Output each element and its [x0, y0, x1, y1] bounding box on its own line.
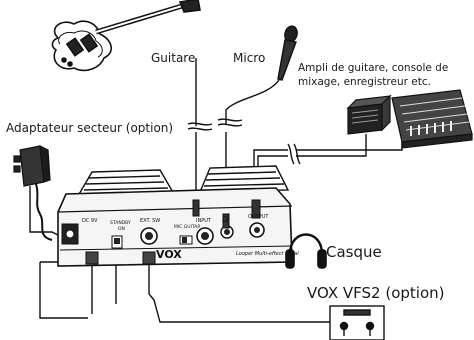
amp-label-line2: mixage, enregistreur etc.: [298, 76, 431, 88]
pedal-on-label: ON: [118, 226, 125, 232]
guitar-amp-illustration: [346, 94, 392, 135]
adapter-label: Adaptateur secteur (option): [6, 121, 174, 135]
guitar-illustration: [51, 0, 201, 72]
guitar-label: Guitare: [151, 51, 196, 65]
pedal-phones-symbol: Ω: [222, 215, 228, 224]
pedal-input-label: INPUT: [196, 218, 212, 224]
pedal-mic-guitar-label: MIC GUITAR: [174, 224, 201, 230]
pedal-output-label: OUTPUT: [248, 214, 269, 220]
headphones-illustration: [285, 233, 327, 269]
amp-label-line1: Ampli de guitare, console de: [298, 62, 449, 74]
headphones-label: Casque: [326, 243, 382, 261]
pedal-standby-label: STANDBY: [110, 220, 131, 226]
mixing-console-illustration: [391, 89, 473, 149]
pedal-ext-sw-label: EXT. SW: [140, 218, 160, 224]
pedal-brand-logo: VOX: [156, 248, 182, 261]
ac-adapter-illustration: [13, 144, 53, 241]
vfs2-footswitch-illustration: [329, 305, 385, 340]
pedal-model-label: Looper Multi-effect Pedal: [236, 251, 299, 257]
microphone-illustration: [277, 25, 298, 81]
vox-looper-pedal: DC 9V STANDBY ON EXT. SW MIC GUITAR INPU…: [57, 165, 299, 267]
pedal-dc-label: DC 9V: [82, 218, 98, 224]
mic-label: Micro: [233, 51, 266, 65]
footswitch-label: VOX VFS2 (option): [307, 284, 445, 302]
